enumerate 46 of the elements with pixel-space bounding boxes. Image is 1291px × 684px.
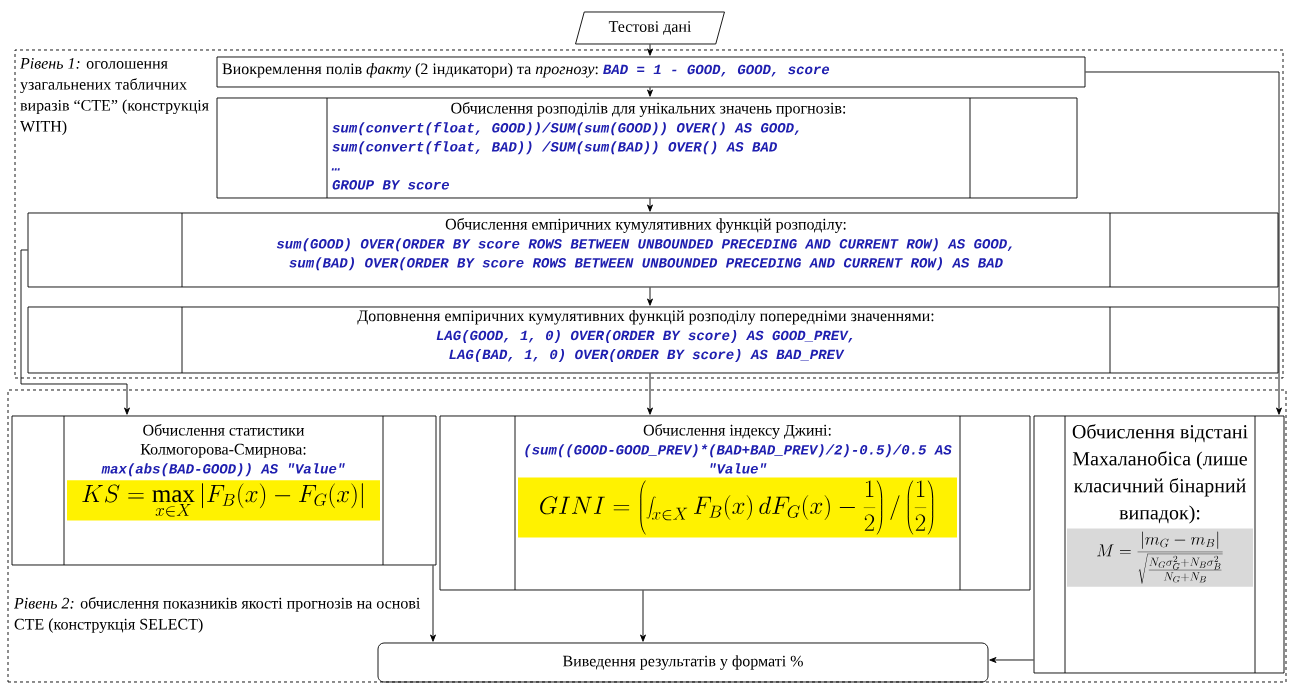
sql-code-line: sum(convert(float, GOOD))/SUM(sum(GOOD)) OVER() AS GOOD, [332,122,799,136]
step-title: Обчислення відстані Махаланобіса (лише класичний бінарний випадок): [1072,424,1248,524]
process-box [11,415,437,566]
sql-code-line: BAD = 1 - GOOD, GOOD, score [603,64,830,77]
arrow [1085,71,1282,415]
arrow [647,44,653,56]
sql-code-line: sum(BAD) OVER(ORDER BY score ROWS BETWEEN UNBOUNDED PRECEDING AND CURRENT ROW) AS BAD [289,257,1003,271]
level-caption: Рівень 2: обчислення показників якості прогнозів на основі СТЕ (конструкція SELECT) [13,597,421,633]
step-title: Доповнення емпіричних кумулятивних функцій розподілу попередніми значеннями: [357,310,934,325]
step-title: Виокремлення полів факту (2 індикатори) та прогнозу: [222,63,598,78]
process-box [27,212,1279,288]
arrow [647,198,653,212]
formula: $M=\frac{|m_G-m_B|}{\sqrt{\frac{N_G\sigma_G^2+N_B\sigma_B^2}{N_G+N_B}}}$ [1067,528,1253,587]
arrow [647,287,653,306]
arrow [20,249,130,415]
arrow [989,657,1034,663]
process-box [439,415,1031,591]
step-title: Обчислення розподілів для унікальних значень прогнозів: [451,102,846,117]
sql-code-line: … [331,168,340,171]
input-label: Тестові дані [608,21,692,35]
sql-code-line: LAG(BAD, 1, 0) OVER(ORDER BY score) AS BAD_PREV [449,348,845,362]
arrow [647,87,653,97]
level-caption: Рівень 1: оголошення узагальнених табличних виразів “СТЕ” (конструкція WITH) [19,58,209,135]
step-title: Обчислення статистики Колмогорова-Смирнова: [140,424,306,458]
formula: $GINI=\left(\int_{x\in X}F_B(x)\,dF_G(x)-\frac{1}{2}\right)/\left(\frac{1}{2}\right)$ [518,477,957,538]
output-label: Виведення результатів у форматі % [562,655,803,670]
process-box [27,306,1279,374]
arrow [647,373,653,415]
process-box [216,56,1086,88]
arrow [430,565,436,642]
step-title: Обчислення емпіричних кумулятивних функцій розподілу: [445,218,846,233]
step-title: Обчислення індексу Джині: [643,424,831,439]
arrow [640,590,646,642]
process-box [1033,415,1285,674]
group-frame [14,49,1284,379]
sql-code-line: (sum((GOOD-GOOD_PREV)*(BAD+BAD_PREV)/2)-0.5)/0.5 AS "Value" [525,444,952,474]
sql-code-line: max(abs(BAD-GOOD)) AS "Value" [101,463,345,477]
process-box [216,97,1078,199]
sql-code-line: sum(GOOD) OVER(ORDER BY score ROWS BETWEEN UNBOUNDED PRECEDING AND CURRENT ROW) AS GOOD, [276,238,1012,252]
sql-code-line: GROUP BY score [332,180,449,190]
formula: $KS=\max_{x\in X}\left|F_B(x)-F_G(x)\right|$ [67,480,380,521]
group-frame [7,389,1287,683]
sql-code-line: sum(convert(float, BAD)) /SUM(sum(BAD)) OVER() AS BAD [332,141,777,155]
input-parallelogram [575,11,725,45]
sql-code-line: LAG(GOOD, 1, 0) OVER(ORDER BY score) AS GOOD_PREV, [436,329,853,343]
output-box [377,642,989,683]
